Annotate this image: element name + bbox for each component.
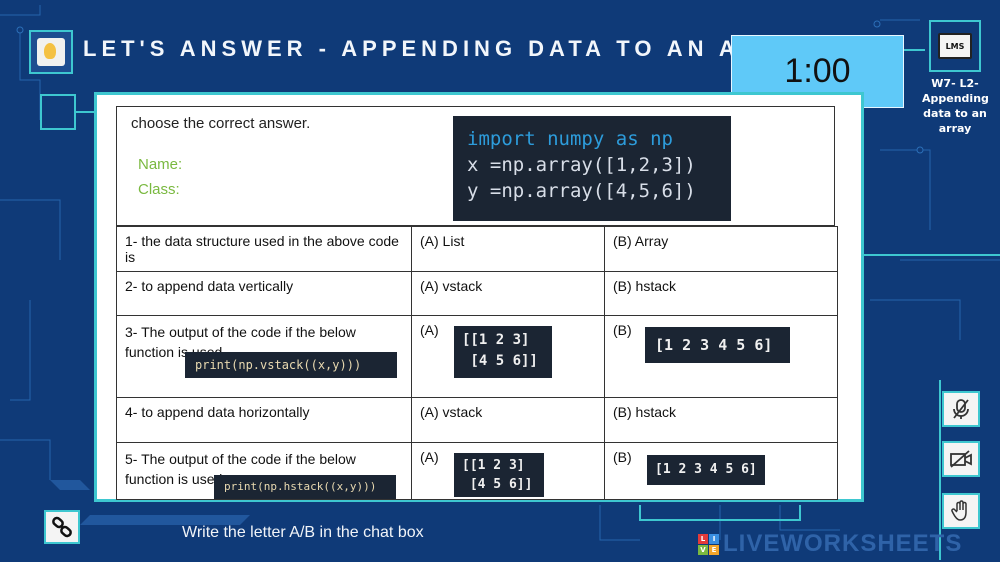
option-a-label: (A) (420, 449, 439, 465)
question-cell: 3- The output of the code if the below f… (116, 315, 412, 398)
code-alias: np (650, 128, 673, 150)
option-b-output: [1 2 3 4 5 6] (647, 455, 765, 485)
option-b[interactable]: (B) [1 2 3 4 5 6] (604, 442, 838, 500)
brand-letter: L (698, 533, 708, 544)
code-keyword: import (467, 128, 536, 150)
activity-logo (29, 30, 73, 74)
question-cell: 5- The output of the code if the below f… (116, 442, 412, 500)
option-a-label: (A) (420, 322, 439, 338)
option-a[interactable]: (A) [[1 2 3] [4 5 6]] (411, 315, 605, 398)
question-text: 1- the data structure used in the above … (116, 226, 412, 272)
option-b-output: [1 2 3 4 5 6] (645, 327, 790, 363)
brand-letter: E (709, 544, 719, 555)
instruction-text: choose the correct answer. (131, 115, 311, 132)
option-b-label: (B) (613, 322, 632, 338)
table-row: 4- to append data horizontally (A) vstac… (116, 397, 838, 443)
code-keyword: as (615, 128, 639, 150)
mic-off-icon (953, 399, 969, 419)
question-text: 4- to append data horizontally (116, 397, 412, 443)
option-a[interactable]: (A) vstack (411, 397, 605, 443)
camera-button[interactable] (942, 441, 980, 477)
option-b[interactable]: (B) hstack (604, 397, 838, 443)
liveworksheets-logo: L I V E LIVEWORKSHEETS (698, 530, 962, 558)
code-line-1: import numpy as np (467, 126, 731, 152)
question-text: 5- The output of the code if the below f… (125, 451, 356, 487)
camera-off-icon (950, 450, 972, 468)
brand-mark: L I V E (698, 533, 719, 555)
code-module: numpy (547, 128, 605, 150)
monitor-icon: LMS (938, 33, 972, 59)
brand-letter: I (709, 533, 719, 544)
code-example: print(np.vstack((x,y))) (185, 352, 397, 378)
option-a[interactable]: (A) [[1 2 3] [4 5 6]] (411, 442, 605, 500)
code-line-3: y =np.array([4,5,6]) (467, 180, 696, 202)
brand-name: LIVEWORKSHEETS (723, 530, 963, 557)
link-button[interactable] (44, 510, 80, 544)
page-title: LET'S ANSWER - APPENDING DATA TO AN ARRA… (83, 36, 821, 61)
table-row: 1- the data structure used in the above … (116, 226, 838, 272)
chat-instruction: Write the letter A/B in the chat box (182, 524, 424, 541)
table-row: 5- The output of the code if the below f… (116, 442, 838, 500)
option-a-output: [[1 2 3] [4 5 6]] (454, 326, 552, 378)
lms-icon-text: LMS (945, 41, 965, 51)
lesson-label: W7- L2- Appending data to an array (922, 77, 989, 135)
table-row: 3- The output of the code if the below f… (116, 315, 838, 398)
logo-icon (37, 38, 65, 66)
code-line-2: x =np.array([1,2,3]) (467, 154, 696, 176)
option-a[interactable]: (A) List (411, 226, 605, 272)
question-table: 1- the data structure used in the above … (116, 226, 838, 500)
code-example: print(np.hstack((x,y))) (214, 475, 396, 499)
question-text: 2- to append data vertically (116, 271, 412, 316)
link-icon (52, 516, 72, 538)
mute-button[interactable] (942, 391, 980, 427)
option-b-label: (B) (613, 449, 632, 465)
table-row: 2- to append data vertically (A) vstack … (116, 271, 838, 316)
option-a[interactable]: (A) vstack (411, 271, 605, 316)
hand-icon (951, 500, 967, 521)
option-b[interactable]: (B) [1 2 3 4 5 6] (604, 315, 838, 398)
class-label: Class: (138, 181, 180, 198)
code-snippet: import numpy as np x =np.array([1,2,3]) … (453, 116, 731, 221)
option-a-output: [[1 2 3] [4 5 6]] (454, 453, 544, 497)
lms-button[interactable]: LMS (929, 20, 981, 72)
option-b[interactable]: (B) Array (604, 226, 838, 272)
name-label: Name: (138, 156, 183, 173)
brand-letter: V (698, 544, 708, 555)
raise-hand-button[interactable] (942, 493, 980, 529)
option-b[interactable]: (B) hstack (604, 271, 838, 316)
